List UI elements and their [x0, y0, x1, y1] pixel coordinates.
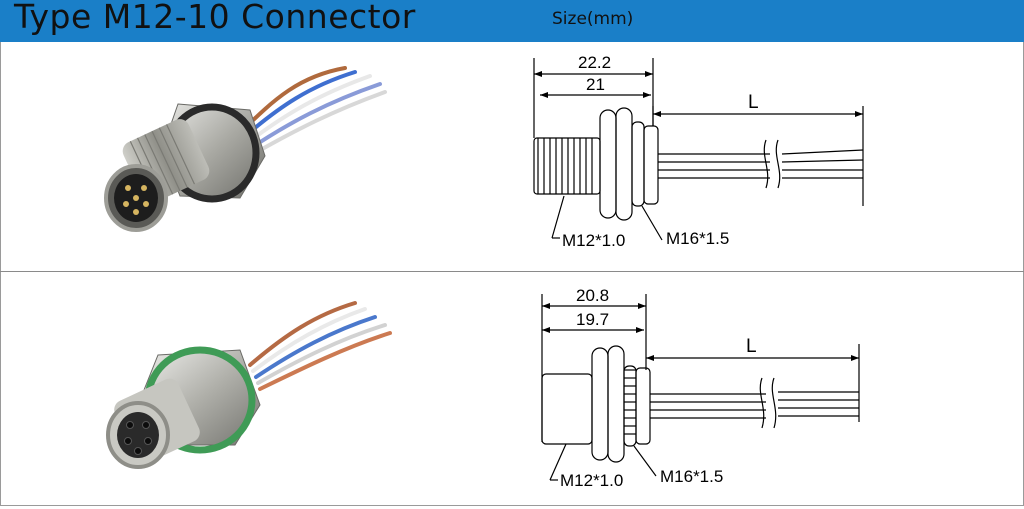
rear-thread-label: M16*1.5 [660, 467, 723, 486]
cable-wires [238, 66, 387, 158]
male-connector-photo [104, 66, 387, 232]
front-thread-label: M12*1.0 [560, 471, 623, 490]
dim-cable-length: L [746, 336, 757, 357]
size-unit-label: Size(mm) [552, 9, 634, 29]
dim-overall-length: 22.2 [578, 53, 611, 72]
female-dimension-drawing: 20.8 19.7 L M12*1.0 M16*1.5 [541, 286, 860, 490]
cable-wires [248, 301, 392, 391]
front-thread-label: M12*1.0 [562, 231, 625, 250]
contact-pins [123, 185, 149, 215]
rear-thread-label: M16*1.5 [666, 229, 729, 248]
contact-holes [124, 421, 152, 455]
dim-body-length: 21 [586, 75, 605, 94]
dim-body-length: 19.7 [576, 310, 609, 329]
dim-overall-length: 20.8 [576, 286, 609, 305]
page-title: Type M12-10 Connector [14, 0, 416, 36]
header-bar: Type M12-10 Connector Size(mm) [0, 0, 1024, 42]
row-divider [0, 271, 1024, 272]
female-connector-photo [106, 301, 392, 469]
dim-cable-length: L [748, 92, 759, 113]
male-dimension-drawing: 22.2 21 L M12*1.0 M16*1.5 [533, 53, 864, 250]
